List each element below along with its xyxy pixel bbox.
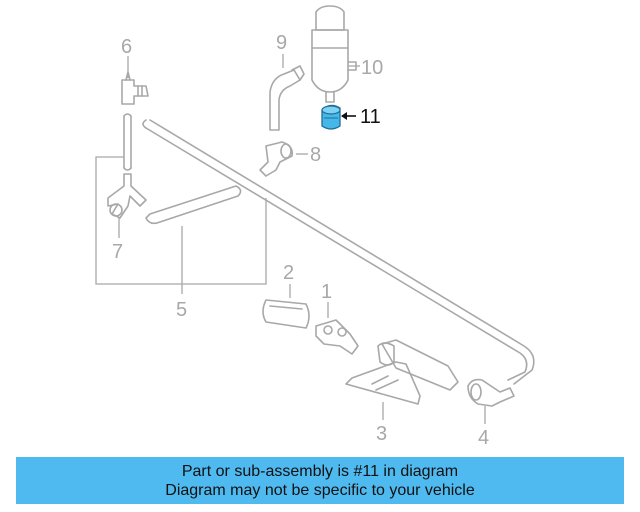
part-5-hose <box>145 185 242 225</box>
callout-7: 7 <box>112 241 123 263</box>
callout-9: 9 <box>276 32 287 54</box>
part-6-connector <box>121 71 149 105</box>
parts-diagram: 6 7 5 9 8 10 <box>95 5 535 449</box>
part-4-connector <box>467 378 515 407</box>
main-hose <box>142 119 535 385</box>
callout-5: 5 <box>176 299 187 321</box>
callout-1: 1 <box>321 281 332 303</box>
part-9-hose <box>269 65 305 131</box>
callout-8: 8 <box>310 144 321 166</box>
part-2-cover <box>262 299 310 329</box>
banner-line-1: Part or sub-assembly is #11 in diagram <box>181 463 459 480</box>
part-1-nozzle <box>315 319 359 355</box>
hose-segment-left <box>123 113 132 171</box>
leader-11-arrowhead <box>341 112 347 120</box>
callout-3: 3 <box>376 423 387 445</box>
callout-6: 6 <box>121 36 132 58</box>
callout-4: 4 <box>478 427 489 449</box>
part-10-pump <box>311 5 357 103</box>
part-11-grommet <box>321 104 341 130</box>
info-banner: Part or sub-assembly is #11 in diagram D… <box>16 457 624 504</box>
callout-11: 11 <box>360 106 381 128</box>
bracket-5 <box>95 156 267 285</box>
callout-2: 2 <box>283 262 294 284</box>
part-3-bracket <box>345 339 459 405</box>
part-8-grommet <box>259 141 294 177</box>
callout-10: 10 <box>361 57 383 79</box>
part-7-y-connector <box>107 173 147 219</box>
banner-line-2: Diagram may not be specific to your vehi… <box>165 482 475 499</box>
